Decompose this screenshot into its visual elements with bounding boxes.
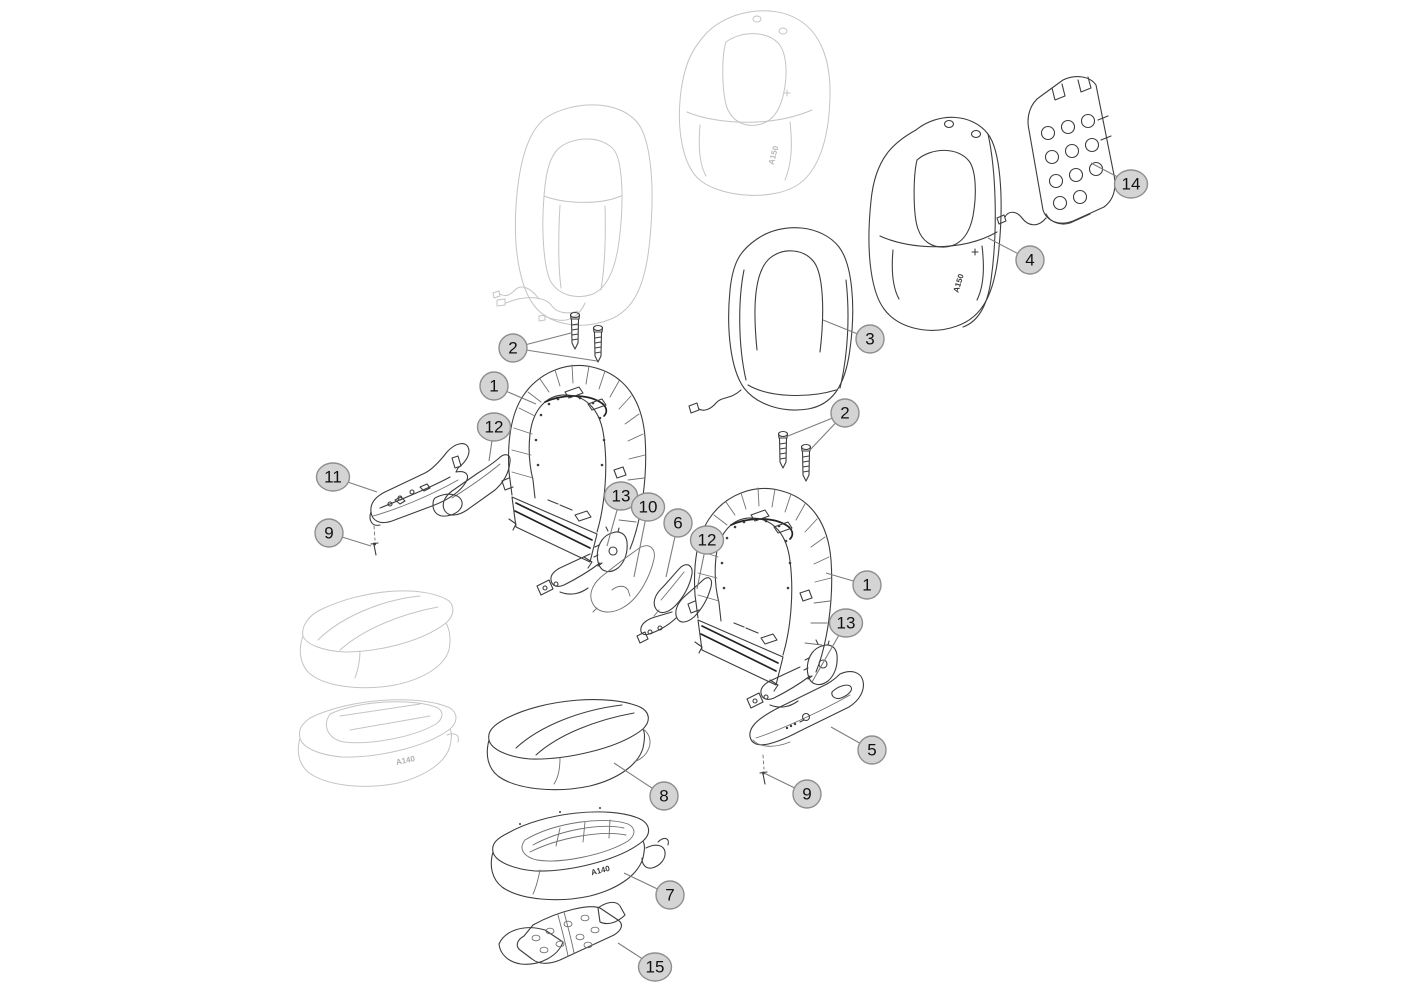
callout-7-15[interactable]: 7	[655, 880, 685, 910]
callout-bubble[interactable]	[1113, 169, 1149, 199]
callout-number: 7	[665, 886, 674, 905]
callout-9-13[interactable]: 9	[792, 779, 822, 809]
leader-lines-layer	[328, 162, 1132, 968]
seat-back-pad-part3	[688, 227, 854, 414]
seat-cushion-cover-part8	[486, 699, 651, 791]
callout-2-0[interactable]: 2	[498, 333, 528, 363]
callout-3-17[interactable]: 3	[855, 324, 885, 354]
headrest-guide-sleeves-right-part2	[777, 430, 812, 482]
callout-number: 13	[837, 614, 856, 633]
callout-number: 8	[659, 787, 668, 806]
seat-side-trim-inner-left-part12	[432, 454, 511, 517]
callout-bubble[interactable]	[476, 412, 512, 442]
callout-number: 14	[1122, 175, 1141, 194]
callout-bubble[interactable]	[637, 952, 673, 982]
callout-number: 4	[1025, 251, 1034, 270]
callout-15-16[interactable]: 15	[637, 952, 673, 982]
seat-back-cover-part4	[868, 116, 1002, 331]
callout-bubble[interactable]	[314, 518, 344, 548]
callout-number: 3	[865, 330, 874, 349]
callout-6-7[interactable]: 6	[663, 508, 693, 538]
seat-back-frame-left-part1	[501, 364, 647, 569]
callout-5-12[interactable]: 5	[857, 735, 887, 765]
lumbar-support-panel-part14	[996, 76, 1116, 226]
seat-back-frame-right-part1	[687, 487, 833, 692]
callout-number: 1	[489, 377, 498, 396]
callout-13-5[interactable]: 13	[603, 481, 639, 511]
callout-1-1[interactable]: 1	[479, 371, 509, 401]
callout-9-4[interactable]: 9	[314, 518, 344, 548]
callout-number: 13	[612, 487, 631, 506]
callout-bubble[interactable]	[630, 492, 666, 522]
part-code-label-a140-2: A140	[395, 754, 416, 767]
callout-number: 2	[840, 404, 849, 423]
callout-4-18[interactable]: 4	[1015, 245, 1045, 275]
callout-2-9[interactable]: 2	[830, 398, 860, 428]
seat-side-pad-part10	[590, 545, 655, 613]
callout-number: 9	[802, 785, 811, 804]
callout-bubble[interactable]	[857, 735, 887, 765]
callout-1-10[interactable]: 1	[852, 570, 882, 600]
callout-bubble[interactable]	[315, 462, 351, 492]
callout-number: 12	[485, 418, 504, 437]
callout-bubble[interactable]	[1015, 245, 1045, 275]
callout-11-3[interactable]: 11	[315, 462, 351, 492]
callout-bubble[interactable]	[689, 525, 725, 555]
headrest-guide-sleeves-left-part2	[569, 311, 604, 363]
callout-10-6[interactable]: 10	[630, 492, 666, 522]
callout-number: 10	[639, 498, 658, 517]
callout-bubble[interactable]	[663, 508, 693, 538]
callout-number: 9	[324, 524, 333, 543]
trim-screw-left-part9	[370, 525, 379, 556]
seat-side-trim-outer-part11	[369, 443, 470, 526]
part-code-label-a140-3: A140	[590, 864, 611, 877]
callout-number: 11	[324, 468, 342, 487]
part-code-label-a150-1: A150	[952, 272, 966, 293]
callout-bubble[interactable]	[855, 324, 885, 354]
callout-bubble[interactable]	[830, 398, 860, 428]
seat-cushion-pad-outline-left	[297, 699, 459, 787]
callout-bubble[interactable]	[649, 781, 679, 811]
seat-back-cover-outline-left	[492, 104, 653, 326]
seat-recliner-right-part13	[746, 639, 838, 709]
callout-number: 6	[673, 514, 682, 533]
callout-number: 15	[646, 958, 665, 977]
seat-cushion-pan-part15	[498, 901, 626, 965]
callout-bubble[interactable]	[852, 570, 882, 600]
trim-screw-right-part9	[759, 754, 768, 785]
callout-bubble[interactable]	[498, 333, 528, 363]
callout-number: 5	[867, 741, 876, 760]
callout-bubble[interactable]	[655, 880, 685, 910]
callout-bubble[interactable]	[479, 371, 509, 401]
seat-back-cushion-outline-top	[678, 10, 831, 196]
callout-14-19[interactable]: 14	[1113, 169, 1149, 199]
callout-number: 12	[698, 531, 717, 550]
callout-12-2[interactable]: 12	[476, 412, 512, 442]
callout-number: 1	[862, 576, 871, 595]
seat-recliner-left-part13	[536, 526, 628, 596]
part-code-label-a150-0: A150	[767, 144, 781, 165]
seat-side-trim-part6	[653, 564, 693, 617]
seat-side-valance-panel-part5	[749, 671, 864, 747]
callout-number: 2	[508, 339, 517, 358]
callout-13-11[interactable]: 13	[828, 608, 864, 638]
seat-side-trim-inner-right-part12	[636, 577, 713, 644]
seat-cushion-pad-part7	[490, 807, 669, 901]
callout-bubble[interactable]	[828, 608, 864, 638]
callout-bubble[interactable]	[792, 779, 822, 809]
seat-cushion-cover-outline-left	[299, 590, 454, 689]
callout-8-14[interactable]: 8	[649, 781, 679, 811]
callout-12-8[interactable]: 12	[689, 525, 725, 555]
